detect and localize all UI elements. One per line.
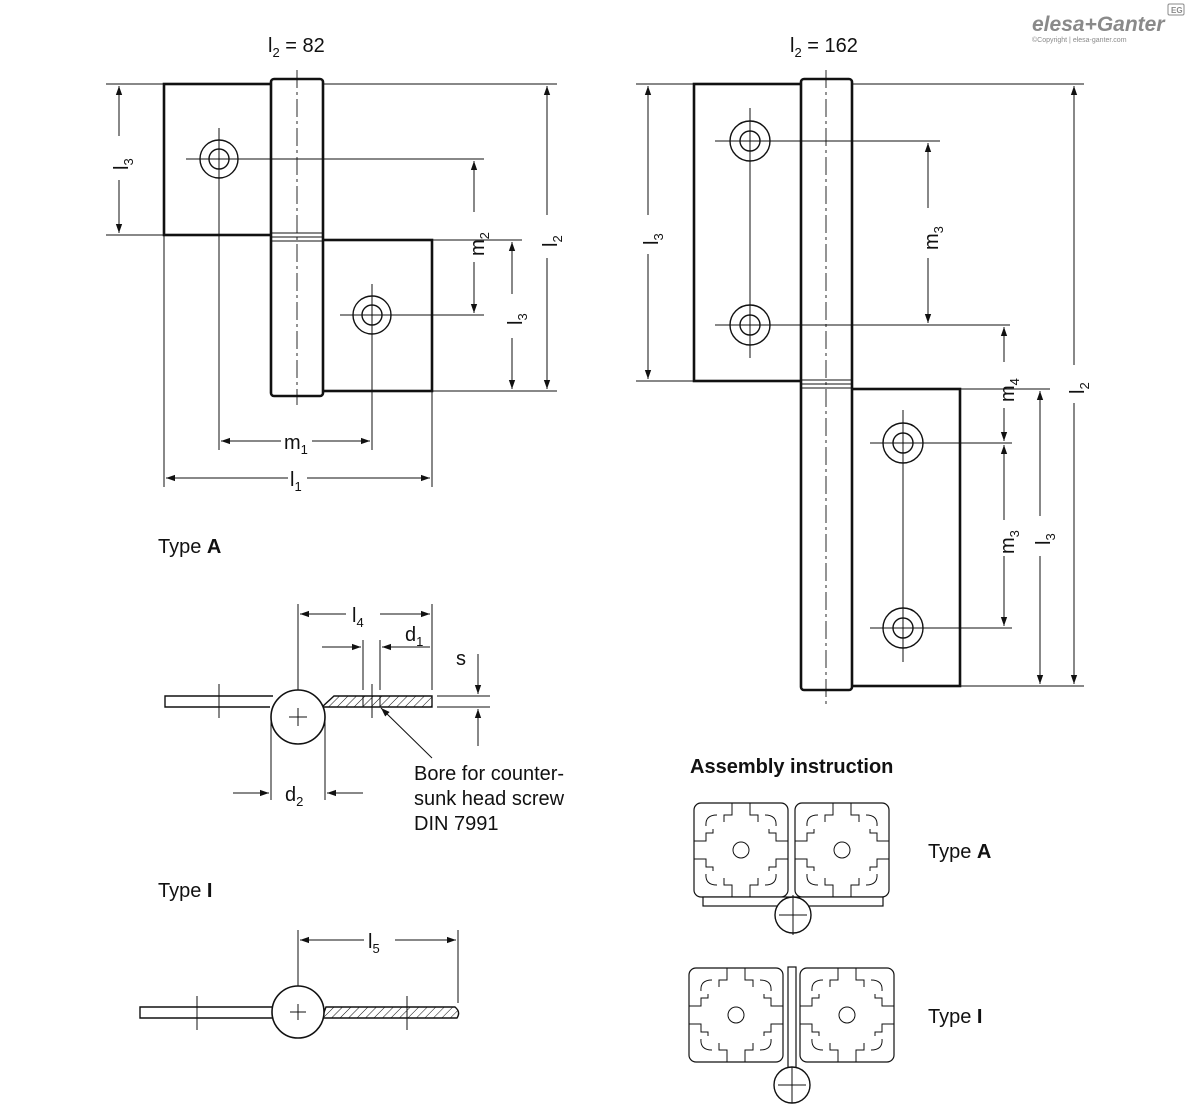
dim-l3-long-lower: l3 xyxy=(1033,533,1058,545)
dim-l3-long-upper: l3 xyxy=(641,233,666,245)
hinge-l2-82-front-view: l2 = 82 l3 xyxy=(106,35,565,494)
type-i-label: Type I xyxy=(158,880,212,902)
brand-logo: elesa+Ganter EG ©Copyright | elesa-gante… xyxy=(1032,3,1185,44)
type-a-section-view: l4 d1 s d2 Bore for counter- sunk head s… xyxy=(164,604,565,835)
bore-note-line1: Bore for counter- xyxy=(414,763,564,785)
dim-l5: l5 xyxy=(368,931,380,956)
assembly-title: Assembly instruction xyxy=(690,756,893,778)
copyright-text: ©Copyright | elesa-ganter.com xyxy=(1032,36,1127,44)
brand-badge: EG xyxy=(1171,6,1183,15)
dim-d1: d1 xyxy=(405,624,423,649)
dim-l4: l4 xyxy=(352,605,364,630)
dim-d2: d2 xyxy=(285,784,303,809)
upper-leaf-long xyxy=(692,82,806,383)
dim-l1: l1 xyxy=(290,469,302,494)
dim-m3-lower: m3 xyxy=(997,530,1022,554)
l2-162-label: l2 = 162 xyxy=(790,35,858,60)
l2-82-label: l2 = 82 xyxy=(268,35,325,60)
brand-logo-text: elesa+Ganter xyxy=(1032,13,1166,36)
dim-l2-long: l2 xyxy=(1067,382,1092,394)
assembly-type-a: Type A xyxy=(693,802,991,935)
dim-m4: m4 xyxy=(997,378,1022,402)
dim-l2: l2 xyxy=(540,235,565,247)
hinge-l2-162-front-view: l2 = 162 l3 m3 xyxy=(636,35,1092,705)
dim-m3-upper: m3 xyxy=(921,226,946,250)
assembly-type-i: Type I xyxy=(688,966,982,1104)
dim-s: s xyxy=(456,648,466,670)
type-a-label: Type A xyxy=(158,536,221,558)
dim-m2: m2 xyxy=(467,232,492,256)
assembly-type-a-label: Type A xyxy=(928,841,991,863)
dim-l3-lower: l3 xyxy=(505,313,530,325)
dim-m1: m1 xyxy=(284,432,308,457)
assembly-type-i-label: Type I xyxy=(928,1006,982,1028)
bore-note-line2: sunk head screw xyxy=(414,788,565,810)
dim-l3-upper: l3 xyxy=(111,158,136,170)
type-i-section-view: l5 xyxy=(139,930,460,1039)
lower-leaf-long xyxy=(848,387,962,688)
bore-note-line3: DIN 7991 xyxy=(414,813,499,835)
